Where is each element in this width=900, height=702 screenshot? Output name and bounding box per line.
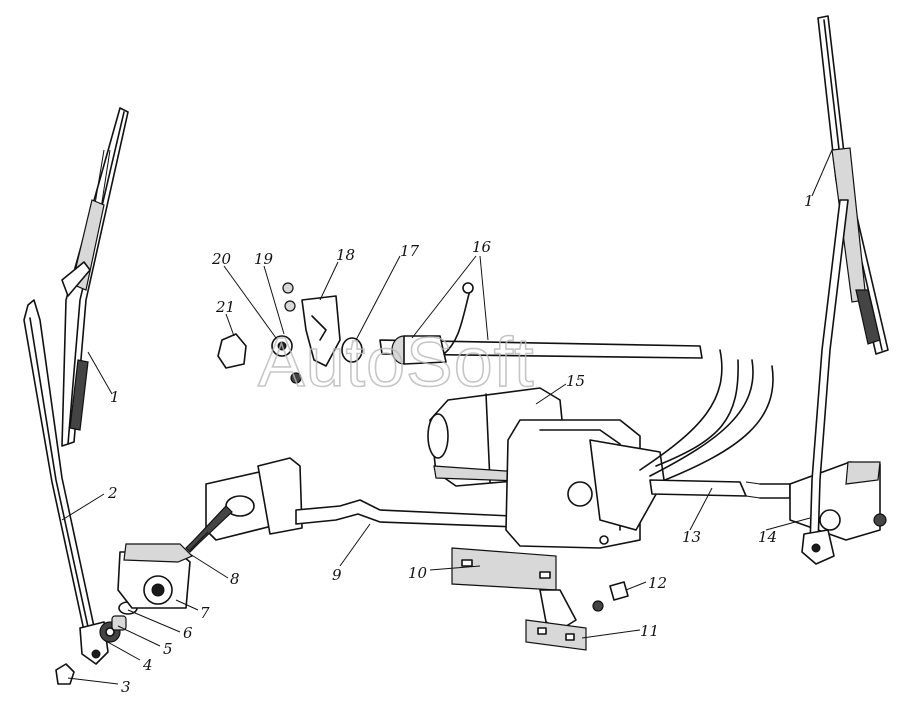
callout-20: 20 [211, 250, 232, 268]
mounting-brackets [451, 547, 629, 651]
callout-8: 8 [230, 570, 240, 588]
leader-lines [61, 149, 833, 685]
callout-9: 9 [332, 566, 342, 584]
callout-7: 7 [200, 604, 210, 622]
cables-and-tube [379, 339, 791, 499]
callout-21: 21 [215, 298, 235, 316]
callout-13: 13 [682, 528, 701, 546]
watermark-text: AutoSoft [258, 323, 535, 401]
callout-labels: 1 1 2 3 4 5 6 7 8 9 10 11 12 13 14 15 16… [107, 192, 814, 696]
right-wiper-blade [817, 15, 889, 355]
callout-19: 19 [254, 250, 274, 268]
right-pivot-bracket [789, 461, 887, 541]
callout-15: 15 [566, 372, 585, 390]
fastener-parts [55, 543, 194, 685]
callout-3: 3 [121, 678, 131, 696]
callout-17: 17 [400, 242, 420, 260]
wiper-motor [427, 387, 665, 549]
connector-parts [217, 282, 474, 384]
callout-16: 16 [472, 238, 492, 256]
left-wiper-blade [61, 107, 129, 447]
callout-2: 2 [107, 484, 118, 502]
callout-11: 11 [640, 622, 659, 640]
callout-6: 6 [183, 624, 193, 642]
callout-12: 12 [648, 574, 667, 592]
callout-5: 5 [163, 640, 173, 658]
callout-4: 4 [142, 656, 153, 674]
left-wiper-arm [23, 299, 109, 665]
callout-18: 18 [336, 246, 355, 264]
callout-1-right: 1 [804, 192, 814, 210]
right-wiper-arm [801, 199, 849, 565]
callout-1-left: 1 [110, 388, 120, 406]
left-pivot-bracket [185, 457, 303, 553]
callout-10: 10 [408, 564, 428, 582]
callout-14: 14 [758, 528, 777, 546]
